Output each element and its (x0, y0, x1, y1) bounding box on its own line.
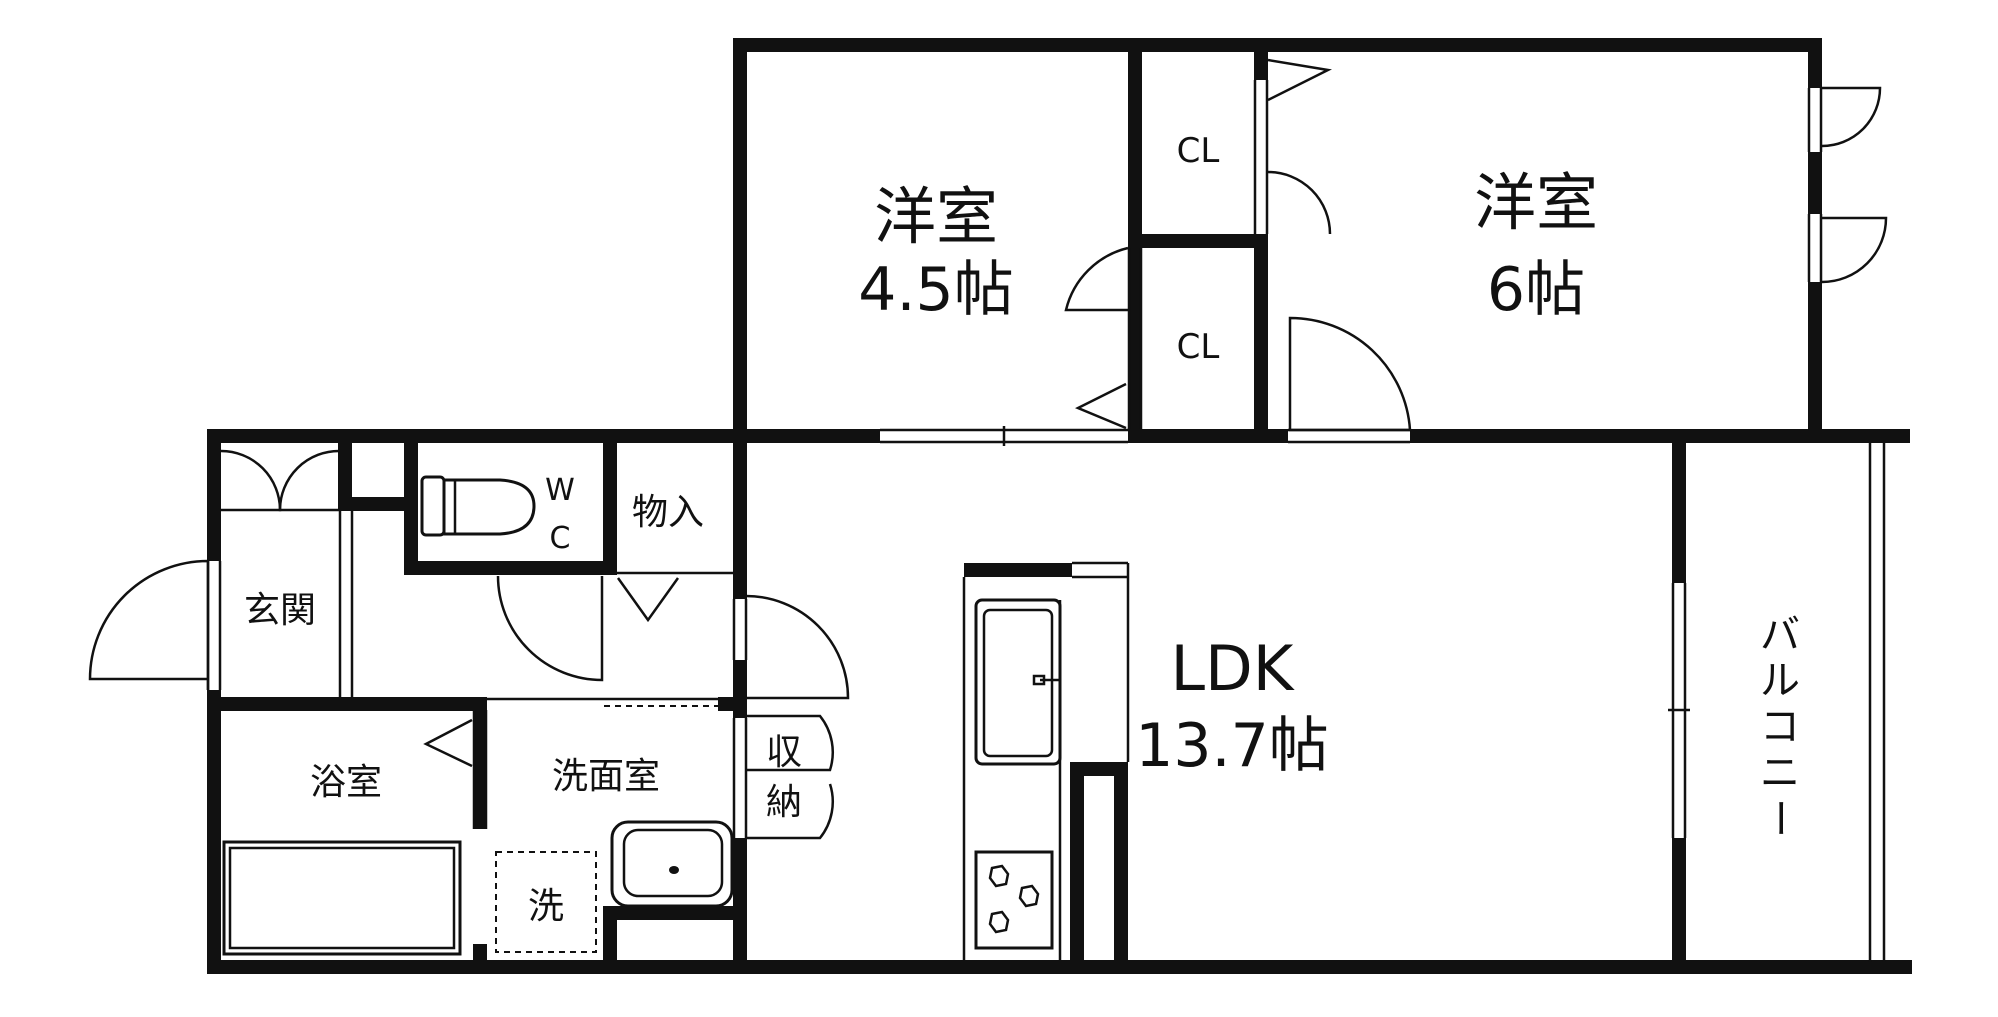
washroom-label: 洗面室 (552, 756, 660, 797)
closet-b-label: CL (1177, 327, 1220, 367)
bathtub-icon (222, 840, 462, 956)
balcony-char: ー (1756, 798, 1802, 838)
washer-label: 洗 (528, 886, 564, 927)
western-room-b-size: 6帖 (1487, 255, 1585, 325)
windows (206, 80, 1886, 962)
storage-label-2: 納 (766, 782, 802, 823)
western-room-b-name: 洋室 (1474, 166, 1598, 239)
closet-a-label: CL (1177, 131, 1220, 171)
balcony-label: バ ル コ ニ ー (1756, 612, 1802, 838)
entrance-label: 玄関 (244, 590, 316, 631)
ldk-size: 13.7帖 (1135, 711, 1329, 781)
toilet-icon (420, 475, 536, 537)
door-swings (88, 58, 1888, 840)
balcony-char: バ (1760, 612, 1800, 658)
balcony-char: コ (1760, 704, 1800, 750)
storage-label-1: 収 (766, 732, 802, 773)
balcony-char: ニ (1760, 750, 1800, 796)
walls (207, 38, 1912, 974)
balcony-char: ル (1760, 658, 1800, 704)
storage-room-label: 物入 (632, 492, 704, 533)
kitchen-counter (962, 561, 1130, 960)
western-room-a-name: 洋室 (874, 180, 998, 253)
sink-icon (610, 820, 734, 908)
western-room-a-size: 4.5帖 (858, 255, 1013, 325)
washer-space (495, 851, 597, 953)
wc-label-c: C (550, 521, 571, 556)
ldk-name: LDK (1171, 632, 1295, 705)
wc-label-w: W (545, 473, 575, 508)
room-labels: 洋室 4.5帖 洋室 6帖 CL CL W C 物入 玄関 浴室 洗面室 洗 収… (244, 131, 1802, 927)
fixtures (222, 475, 1130, 960)
bath-label: 浴室 (310, 762, 382, 803)
